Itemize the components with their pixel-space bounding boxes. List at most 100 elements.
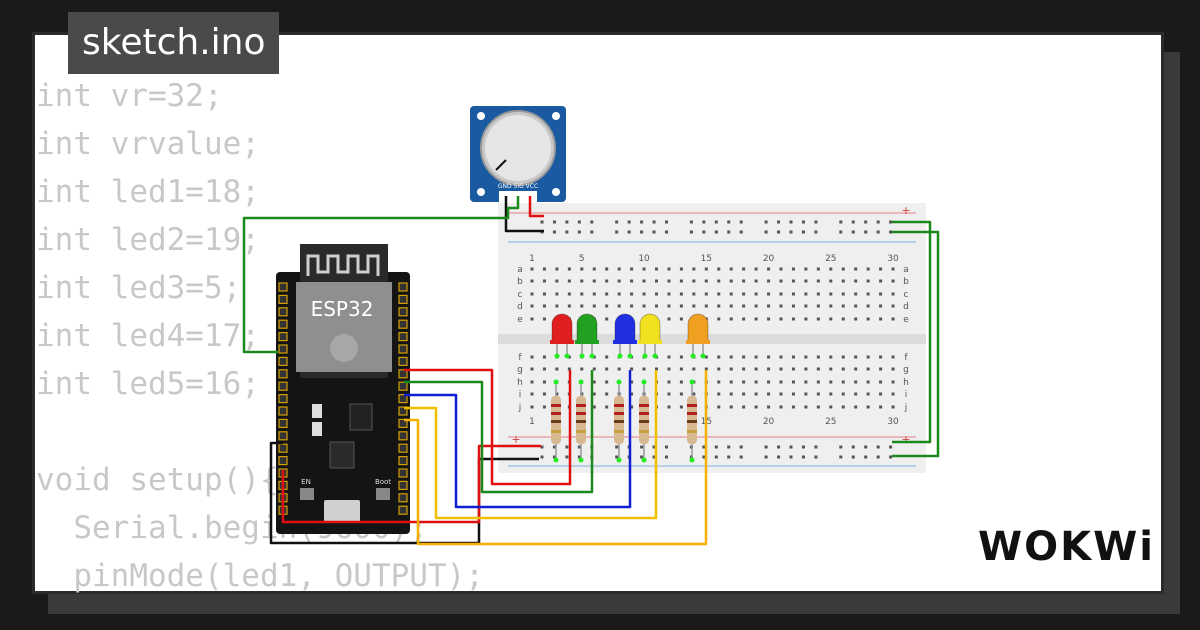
rail-hole	[851, 230, 855, 234]
resistor-band	[687, 412, 697, 415]
rail-hole	[889, 455, 893, 459]
breadboard-hole	[779, 267, 783, 271]
breadboard-hole	[580, 304, 584, 308]
breadboard-hole	[767, 279, 771, 283]
rail-hole	[764, 445, 768, 449]
breadboard-hole	[804, 392, 808, 396]
code-line: int led1=18;	[36, 174, 260, 210]
rail-hole	[777, 220, 781, 224]
row-letter: g	[903, 365, 909, 375]
breadboard-hole	[754, 355, 758, 359]
rail-hole	[801, 455, 805, 459]
header-pin	[278, 456, 288, 466]
breadboard-hole	[729, 279, 733, 283]
breadboard-hole	[555, 392, 559, 396]
connection-dot	[690, 353, 696, 359]
header-pin	[278, 431, 288, 441]
breadboard-hole	[630, 292, 634, 296]
breadboard-hole	[729, 367, 733, 371]
breadboard-hole	[791, 279, 795, 283]
breadboard-hole	[679, 380, 683, 384]
header-pin	[278, 418, 288, 428]
breadboard-hole	[829, 405, 833, 409]
breadboard-hole	[742, 367, 746, 371]
breadboard-hole	[717, 405, 721, 409]
rail-hole	[640, 220, 644, 224]
breadboard-hole	[567, 304, 571, 308]
rail-hole	[652, 445, 656, 449]
rail-hole	[764, 455, 768, 459]
breadboard-hole	[829, 304, 833, 308]
breadboard-hole	[605, 279, 609, 283]
led-blue	[614, 313, 636, 343]
breadboard-hole	[816, 267, 820, 271]
breadboard-hole	[754, 367, 758, 371]
breadboard-hole	[816, 392, 820, 396]
breadboard-hole	[854, 392, 858, 396]
breadboard-hole	[841, 380, 845, 384]
breadboard-hole	[729, 292, 733, 296]
rail-hole	[565, 445, 569, 449]
breadboard-hole	[729, 405, 733, 409]
breadboard-hole	[667, 405, 671, 409]
breadboard-hole	[642, 279, 646, 283]
wire	[404, 370, 594, 494]
breadboard-hole	[866, 367, 870, 371]
breadboard-hole	[592, 392, 596, 396]
rail-hole	[777, 455, 781, 459]
breadboard-hole	[530, 392, 534, 396]
rail-hole	[839, 445, 843, 449]
breadboard-hole	[879, 279, 883, 283]
rail-hole	[552, 230, 556, 234]
column-number: 5	[579, 254, 585, 264]
breadboard-hole	[704, 267, 708, 271]
breadboard-hole	[592, 279, 596, 283]
header-pin	[398, 307, 408, 317]
header-pin	[398, 332, 408, 342]
breadboard-hole	[617, 267, 621, 271]
code-line: int led2=19;	[36, 222, 260, 258]
rail-hole	[801, 230, 805, 234]
breadboard-hole	[605, 317, 609, 321]
breadboard-hole	[667, 304, 671, 308]
breadboard-hole	[592, 380, 596, 384]
breadboard-hole	[542, 392, 546, 396]
breadboard-hole	[530, 279, 534, 283]
breadboard-hole	[829, 267, 833, 271]
esp32-chip	[329, 441, 355, 469]
breadboard-hole	[866, 355, 870, 359]
connection-dot	[689, 457, 695, 463]
rail-hole	[540, 445, 544, 449]
breadboard-hole	[841, 317, 845, 321]
breadboard-hole	[717, 267, 721, 271]
breadboard-hole	[841, 392, 845, 396]
breadboard-hole	[605, 267, 609, 271]
breadboard-hole	[866, 380, 870, 384]
breadboard-hole	[692, 292, 696, 296]
rail-hole	[739, 445, 743, 449]
breadboard-hole	[841, 279, 845, 283]
breadboard-hole	[729, 380, 733, 384]
rail-hole	[814, 455, 818, 459]
breadboard-hole	[791, 267, 795, 271]
rail-hole	[789, 455, 793, 459]
resistor-band	[576, 404, 586, 407]
connection-dot	[641, 457, 647, 463]
breadboard-hole	[791, 317, 795, 321]
row-letter: i	[905, 390, 908, 400]
rail-hole	[577, 445, 581, 449]
breadboard-hole	[742, 279, 746, 283]
breadboard-hole	[854, 292, 858, 296]
row-letter: f	[518, 353, 522, 363]
breadboard-hole	[767, 267, 771, 271]
connection-dot	[589, 353, 595, 359]
breadboard-hole	[717, 392, 721, 396]
breadboard-hole	[866, 267, 870, 271]
breadboard-hole	[704, 304, 708, 308]
breadboard-hole	[679, 292, 683, 296]
breadboard-hole	[754, 317, 758, 321]
breadboard-hole	[630, 405, 634, 409]
breadboard-hole	[754, 267, 758, 271]
rail-hole	[889, 230, 893, 234]
rail-hole	[839, 455, 843, 459]
